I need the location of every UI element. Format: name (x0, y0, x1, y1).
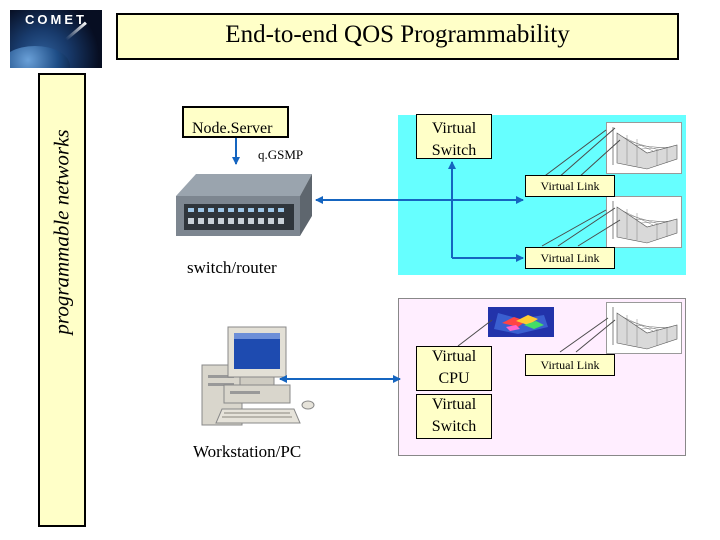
virtual-switch-top-line1: Virtual (431, 120, 477, 137)
switch-router-image (176, 174, 312, 236)
surface-plot-thumbnail-2 (606, 196, 682, 248)
virtual-link-label: Virtual Link (525, 354, 615, 376)
sidebar-panel (38, 73, 86, 527)
surface-plot-thumbnail-1 (606, 122, 682, 174)
node-server-label: Node.Server (192, 120, 273, 137)
virtual-link-label: Virtual Link (525, 175, 615, 197)
virtual-switch-top-line2: Switch (431, 142, 477, 159)
earth-graphic (10, 46, 70, 68)
virtual-switch-bottom-line1: Virtual (431, 396, 477, 413)
node-server-box (182, 106, 289, 138)
virtual-switch-top-box (416, 114, 492, 159)
surface-plot-thumbnail-3 (606, 302, 682, 354)
comet-logo: COMET (10, 10, 102, 68)
virtual-link-label: Virtual Link (525, 247, 615, 269)
virtual-cpu-box (416, 346, 492, 391)
cpu-surface-plot-thumbnail (488, 307, 554, 337)
virtual-cpu-line2: CPU (438, 370, 470, 387)
virtual-cpu-line1: Virtual (431, 348, 477, 365)
virtual-switch-bottom-box (416, 394, 492, 439)
sidebar-label: programmable networks (49, 129, 74, 335)
workstation-pc-image (201, 326, 315, 426)
qgsmp-label: q.GSMP (258, 147, 304, 162)
logo-text: COMET (25, 12, 87, 27)
switch-router-label: switch/router (187, 258, 277, 277)
slide-title: End-to-end QOS Programmability (116, 13, 679, 60)
workstation-pc-label: Workstation/PC (193, 442, 302, 461)
virtual-switch-bottom-line2: Switch (431, 418, 477, 435)
